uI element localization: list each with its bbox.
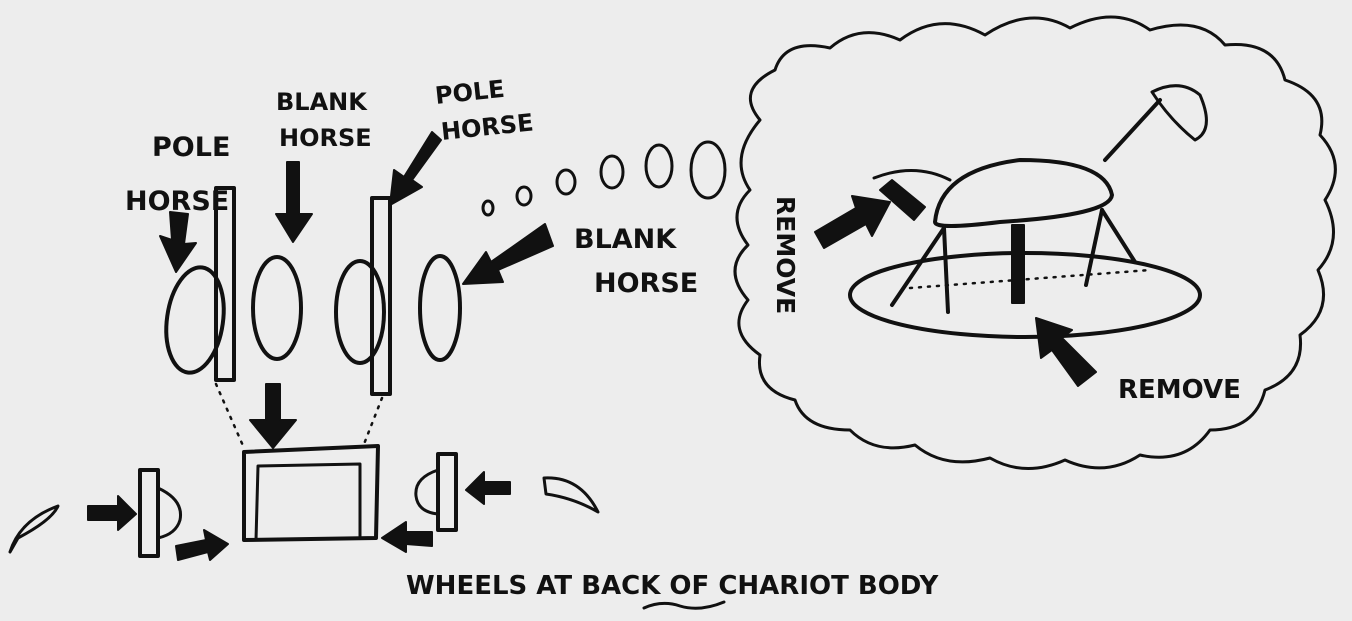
- blank-horse-left-body: [251, 255, 303, 361]
- detached-piece-right: [542, 476, 600, 514]
- chariot-body-outer: [242, 444, 380, 542]
- arrow-to-right-wheel-icon: [465, 471, 511, 505]
- removable-piece: [879, 179, 926, 221]
- caption-underline: [642, 600, 726, 610]
- arrow-to-blank-horse-left-icon: [275, 161, 313, 243]
- chariot-leg-2: [890, 226, 946, 307]
- thought-bubble-4: [599, 154, 625, 190]
- pole-join-left-dots: [214, 382, 246, 450]
- caption-part2: OF CHARIOT BODY: [660, 571, 939, 601]
- horse-arrows: [159, 131, 554, 285]
- chariot-leg-4: [1100, 208, 1137, 264]
- detached-piece-left: [8, 504, 60, 554]
- chariot-leg-1: [942, 226, 950, 314]
- flag-pole: [1103, 98, 1162, 162]
- caption: WHEELS AT BACK OF CHARIOT BODY: [406, 571, 939, 601]
- base-dashed-line: [908, 268, 1152, 290]
- canopy-back-arc: [872, 168, 952, 182]
- chariot-leg-3: [1084, 208, 1104, 287]
- thought-bubble-5: [644, 143, 674, 189]
- remove-arrow-bottom-icon: [1035, 317, 1097, 387]
- flag: [1150, 84, 1208, 142]
- pole-horse-left-label-line1: POLE: [152, 132, 230, 163]
- arrow-to-chariot-body-icon: [249, 383, 297, 449]
- pole-right: [370, 196, 392, 396]
- chariot-canopy: [933, 158, 1114, 228]
- pole-horse-right-label-line1: POLE: [434, 75, 506, 110]
- chariot-body-inner: [254, 462, 362, 542]
- arrow-to-pole-horse-left-icon: [159, 211, 197, 273]
- pole-horse-right-body: [334, 259, 386, 365]
- blank-horse-right-label-line1: BLANK: [574, 224, 677, 255]
- blank-horse-right-body: [418, 254, 462, 362]
- arrow-to-pole-horse-right-icon: [389, 131, 442, 206]
- thought-bubble-1: [481, 199, 495, 217]
- pole-horse-right-label-line2: HORSE: [440, 108, 535, 146]
- remove-arrow-left-icon: [814, 195, 891, 249]
- remove-label-vertical: REMOVE: [771, 196, 800, 314]
- arrow-to-blank-horse-right-icon: [462, 223, 554, 285]
- pole-horse-left-body: [164, 265, 226, 375]
- blank-horse-top-label-line1: BLANK: [276, 88, 368, 116]
- right-wheel-hub: [414, 468, 440, 516]
- caption-part1: WHEELS AT: [406, 571, 581, 601]
- arrow-to-chariot-right-icon: [381, 521, 433, 553]
- thought-trail: [481, 140, 727, 217]
- wheel-arrows: [87, 471, 511, 561]
- left-wheel: [138, 468, 160, 558]
- arrow-to-left-wheel-icon: [87, 495, 137, 531]
- thought-bubble-3: [555, 168, 577, 196]
- blank-horse-top-label-line2: HORSE: [279, 124, 372, 152]
- thought-bubble-6: [689, 140, 727, 200]
- center-pole: [1011, 224, 1025, 304]
- left-wheel-hub: [156, 486, 183, 540]
- arrow-to-chariot-left-icon: [175, 529, 229, 561]
- pole-left: [214, 186, 236, 382]
- horse-team: [164, 186, 462, 396]
- thought-cloud: [733, 15, 1337, 470]
- chariot-body-top-view: [214, 382, 384, 542]
- chariot-perspective: [848, 84, 1208, 339]
- thought-bubble-2: [515, 185, 533, 207]
- remove-label-bottom: REMOVE: [1118, 375, 1241, 405]
- right-wheel: [436, 452, 458, 532]
- caption-emphasis: BACK: [581, 571, 661, 601]
- wheels: [138, 452, 458, 558]
- blank-horse-right-label-line2: HORSE: [594, 268, 698, 299]
- pole-join-right-dots: [362, 396, 384, 446]
